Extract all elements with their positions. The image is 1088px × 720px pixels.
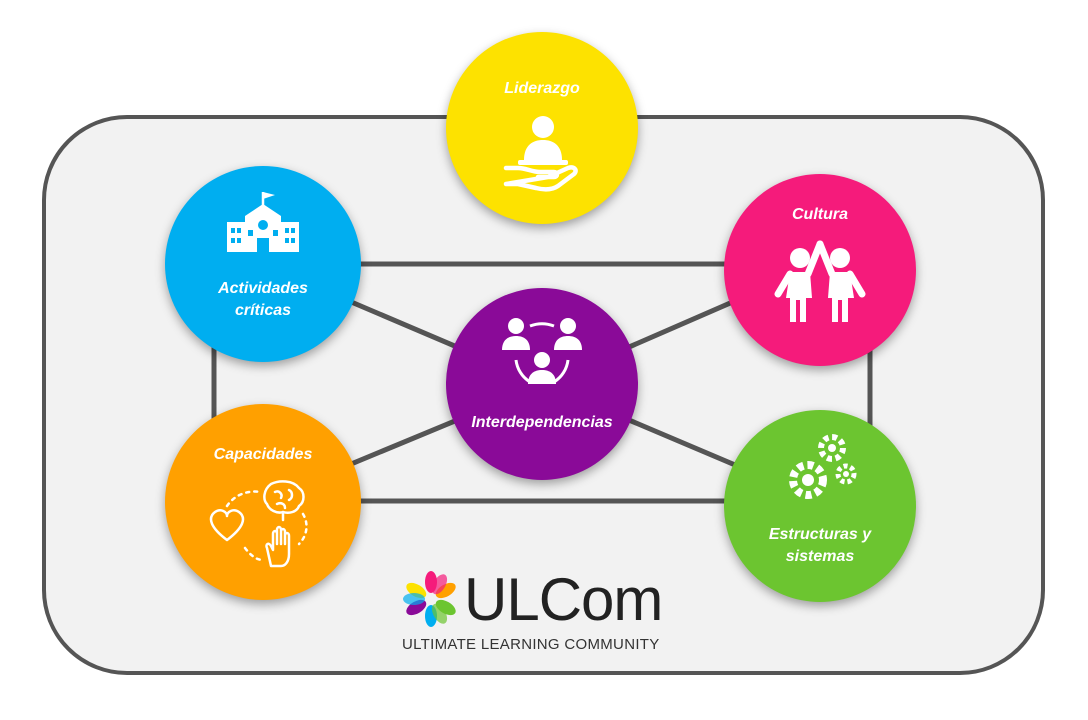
school-building-icon	[227, 192, 299, 252]
ulcom-flower-logo-icon	[403, 571, 456, 627]
node-capacidades[interactable]: Capacidades	[165, 404, 361, 600]
people-cycle-icon	[502, 318, 582, 384]
high-five-icon	[774, 240, 866, 322]
ulcom-logo: ULCom ULTIMATE LEARNING COMMUNITY	[398, 562, 698, 662]
node-label-cultura: Cultura	[792, 206, 848, 223]
node-cultura[interactable]: Cultura	[724, 174, 916, 366]
node-label-interdependencias: Interdependencias	[471, 414, 613, 431]
logo-name: ULCom	[464, 566, 663, 633]
node-liderazgo[interactable]: Liderazgo	[446, 32, 638, 224]
leader-hand-icon	[503, 116, 578, 192]
node-label-estructuras-y-sistemas: Estructuras y sistemas	[768, 526, 872, 565]
node-interdependencias[interactable]: Interdependencias	[446, 288, 638, 480]
node-label-actividades-criticas: Actividades críticas	[218, 280, 308, 319]
node-label-capacidades: Capacidades	[213, 446, 313, 463]
node-actividades-criticas[interactable]: Actividades críticas	[165, 166, 361, 362]
node-label-liderazgo: Liderazgo	[504, 80, 580, 97]
gears-icon	[789, 434, 857, 499]
logo-tagline: ULTIMATE LEARNING COMMUNITY	[402, 636, 660, 653]
heart-brain-hand-icon	[209, 480, 308, 568]
node-estructuras-y-sistemas[interactable]: Estructuras y sistemas	[724, 410, 916, 602]
